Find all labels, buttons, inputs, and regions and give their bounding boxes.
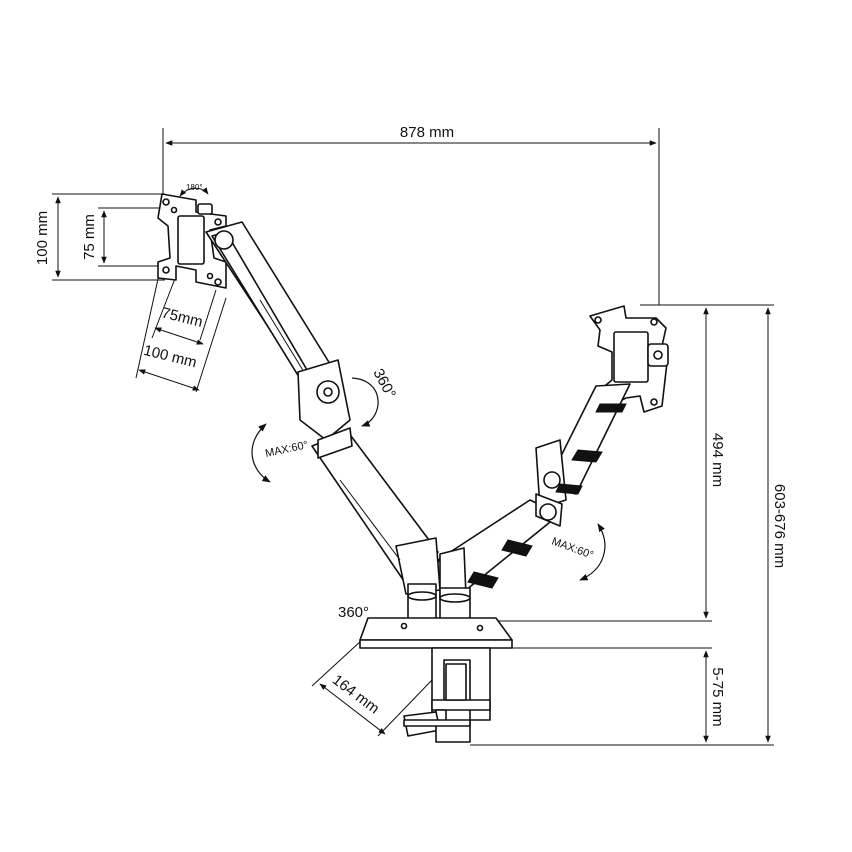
rotation-arrow-icon	[251, 423, 271, 483]
right-arm-angle-indicator: MAX:60°	[550, 523, 606, 581]
base-swivel-label: 360°	[338, 604, 369, 621]
left-upper-arm	[205, 221, 351, 441]
head-tilt-label: 180°	[186, 183, 203, 192]
elbow-swivel-label: 360°	[369, 366, 399, 401]
rotation-arrow-icon	[579, 523, 606, 581]
vesa-100-vertical-label: 100 mm	[34, 211, 51, 265]
desk-clamp	[403, 647, 491, 743]
desk-base-plate	[359, 617, 513, 649]
left-lower-arm	[311, 427, 441, 595]
vesa-100-horizontal-label: 100 mm	[142, 342, 199, 372]
vesa-75-vertical-label: 75 mm	[81, 214, 98, 260]
overall-width-label: 878 mm	[400, 124, 454, 141]
base-rotation-indicator: 360°	[338, 604, 369, 621]
right-vesa-plate	[589, 305, 669, 413]
vesa-horizontal-dimensions: 75mm 100 mm	[135, 269, 227, 393]
arm-height-label: 494 mm	[709, 433, 726, 487]
rotation-arrow-icon	[179, 187, 209, 197]
right-lower-arm	[437, 493, 563, 601]
total-height-label: 603-676 mm	[771, 484, 788, 568]
vesa-vertical-dimensions: 100 mm 75 mm	[34, 193, 165, 281]
vesa-75-horizontal-label: 75mm	[160, 304, 205, 331]
left-arm-angle-indicator: MAX:60°	[251, 423, 309, 483]
elbow-rotation-indicator: 360°	[351, 366, 399, 427]
overall-width-dimension: 878 mm	[162, 124, 660, 305]
rotation-arrow-icon	[351, 377, 379, 427]
clamp-thickness-label: 5-75 mm	[709, 667, 726, 726]
left-vesa-plate	[157, 193, 227, 289]
height-dimensions: 494 mm 603-676 mm 5-75 mm	[470, 304, 788, 746]
head-tilt-indicator: 180°	[179, 183, 209, 197]
left-max-angle-label: MAX:60°	[264, 439, 309, 460]
base-depth-label: 164 mm	[329, 671, 383, 717]
right-max-angle-label: MAX:60°	[550, 536, 595, 562]
right-upper-arm	[535, 383, 631, 509]
